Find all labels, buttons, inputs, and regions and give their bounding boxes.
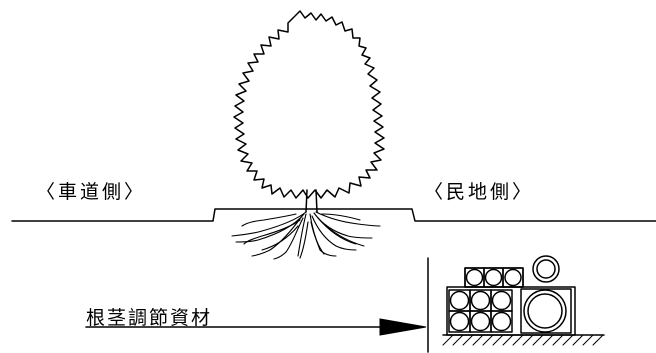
tree-trunk [305, 189, 308, 213]
tree-roots [231, 211, 381, 260]
large-pipe-box [520, 288, 572, 334]
base-hatching [442, 334, 604, 346]
ground-line [11, 208, 656, 222]
top-pipe-row [464, 267, 524, 288]
top-right-pipe-inner [536, 259, 556, 279]
tree-canopy [233, 10, 385, 199]
private-side-label: 〈民地側〉 [424, 181, 535, 203]
pipe-grid [448, 289, 513, 333]
root-material-label: 根茎調節資材 [86, 307, 213, 329]
top-right-pipe [532, 255, 560, 283]
material-top-box [464, 267, 524, 288]
road-side-label: 〈車道側〉 [36, 181, 147, 203]
tree-trunk [315, 189, 318, 213]
large-pipe-inner [527, 293, 563, 329]
arrow-head [379, 318, 427, 336]
large-pipe [523, 289, 567, 333]
